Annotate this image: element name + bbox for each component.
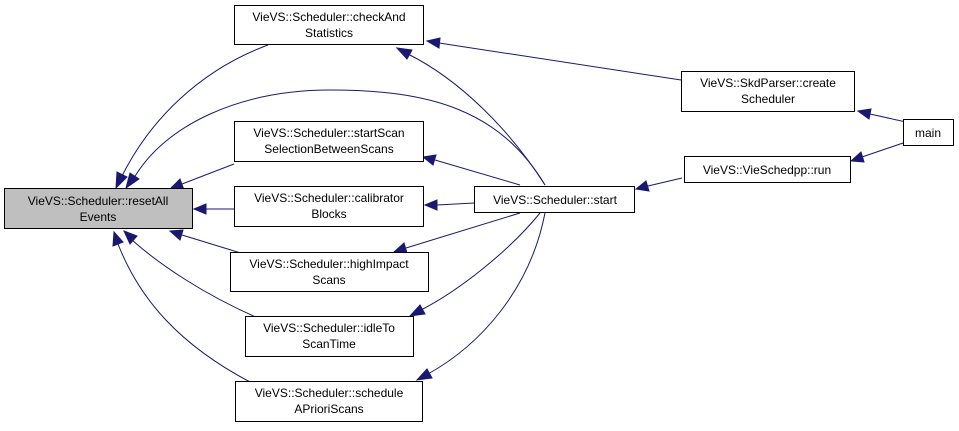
node-scheduleaprioriscans[interactable]: VieVS::Scheduler::schedule APrioriScans [235,381,423,422]
node-startscanselection-label-2: SelectionBetweenScans [264,142,393,156]
edge-start-to-scheduleaprioriscans [415,212,546,381]
node-calibratorblocks-label-2: Blocks [311,207,346,221]
edge-main-to-run [849,141,907,163]
edge-main-to-createscheduler [856,108,907,123]
node-start-box [474,186,635,213]
edge-start-to-idletoscantime [408,212,541,317]
node-run[interactable]: VieVS::VieSchedpp::run [684,156,851,183]
node-resetallevents-label-2: Events [80,210,117,224]
node-createscheduler-label-1: VieVS::SkdParser::create [700,76,836,90]
node-run-box [684,156,851,183]
node-calibratorblocks-label-1: VieVS::Scheduler::calibrator [254,191,404,205]
node-scheduleaprioriscans-box [235,381,423,422]
node-main-label: main [915,126,941,140]
node-resetallevents-box [4,188,193,229]
edge-start-to-calibratorblocks [423,199,475,211]
node-idletoscantime-label-2: ScanTime [302,337,356,351]
edge-idletoscantime-to-resetallevents [123,230,259,319]
node-idletoscantime-box [245,316,414,357]
node-calibratorblocks-box [234,186,424,227]
node-start[interactable]: VieVS::Scheduler::start [474,186,635,213]
edge-checkandstatistics-to-resetallevents [115,44,269,190]
edge-run-to-start [634,177,683,192]
edge-start-to-checkandstatistics [395,47,546,186]
node-startscanselection[interactable]: VieVS::Scheduler::startScan SelectionBet… [234,121,424,162]
node-resetallevents-label-1: VieVS::Scheduler::resetAll [28,194,169,208]
node-main[interactable]: main [903,119,954,146]
node-startscanselection-label-1: VieVS::Scheduler::startScan [253,126,404,140]
node-checkandstatistics-label-2: Statistics [305,26,353,40]
node-highimpactscans[interactable]: VieVS::Scheduler::highImpact Scans [230,252,429,292]
node-start-label: VieVS::Scheduler::start [493,193,618,207]
node-scheduleaprioriscans-label-2: APrioriScans [294,402,363,416]
edge-startscanselection-to-resetallevents [168,163,235,191]
node-startscanselection-box [234,121,424,162]
node-highimpactscans-box [230,252,429,292]
node-calibratorblocks[interactable]: VieVS::Scheduler::calibrator Blocks [234,186,424,227]
node-highimpactscans-label-2: Scans [312,273,345,287]
node-createscheduler[interactable]: VieVS::SkdParser::create Scheduler [681,71,855,112]
node-idletoscantime-label-1: VieVS::Scheduler::idleTo [263,321,395,335]
node-scheduleaprioriscans-label-1: VieVS::Scheduler::schedule [255,386,404,400]
node-main-box [903,119,954,146]
edge-calibratorblocks-to-resetallevents [192,203,234,215]
node-checkandstatistics-label-1: VieVS::Scheduler::checkAnd [252,10,405,24]
node-run-label: VieVS::VieSchedpp::run [703,163,831,177]
edge-highimpactscans-to-resetallevents [168,229,245,255]
edge-start-to-startscanselection [421,154,521,186]
edge-start-to-resetallevents-arc [125,89,546,190]
edge-createscheduler-to-checkandstatistics [425,37,682,81]
node-createscheduler-label-2: Scheduler [741,92,795,106]
edge-scheduleaprioriscans-to-resetallevents [112,230,251,383]
node-createscheduler-box [681,71,855,112]
node-checkandstatistics-box [234,5,424,45]
node-highimpactscans-label-1: VieVS::Scheduler::highImpact [249,257,409,271]
node-checkandstatistics[interactable]: VieVS::Scheduler::checkAnd Statistics [234,5,424,45]
node-idletoscantime[interactable]: VieVS::Scheduler::idleTo ScanTime [245,316,414,357]
node-resetallevents[interactable]: VieVS::Scheduler::resetAll Events [4,188,193,229]
